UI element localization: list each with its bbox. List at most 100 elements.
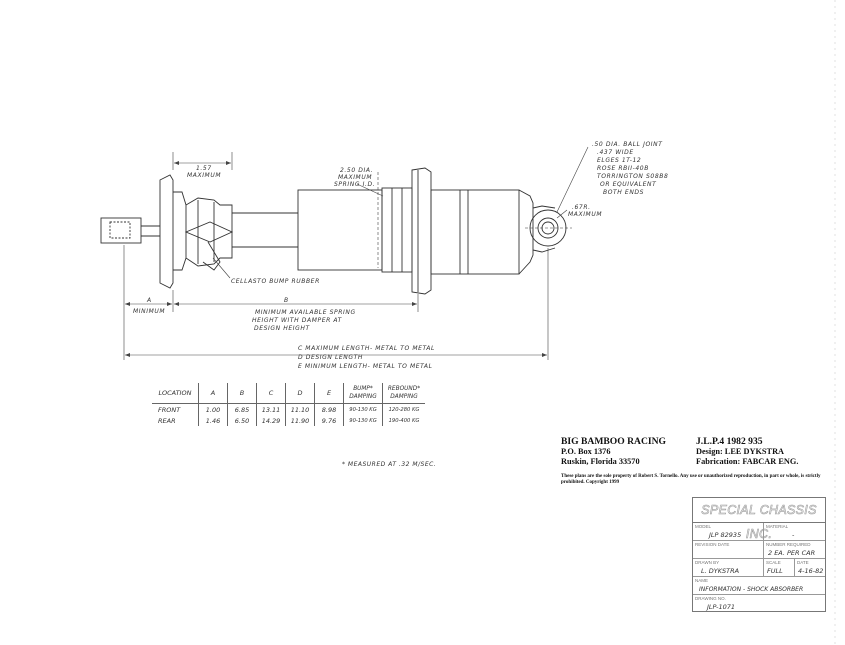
eye-radius-line-1: .67R. [572, 204, 591, 211]
col-c: C [256, 383, 286, 404]
table-footnote: * MEASURED AT .32 M/SEC. [342, 461, 437, 468]
cell-rebound: 120-280 KG [382, 403, 425, 415]
right-ball-joint [525, 205, 572, 253]
col-b: B [227, 383, 257, 404]
number-required-value: 2 EA. PER CAR [768, 549, 816, 557]
dim-b-label: B [284, 297, 289, 304]
cell-bump: 90-130 KG [343, 403, 383, 415]
spring-id-line-3: SPRING I.D. [334, 181, 375, 188]
cell-location: FRONT [158, 405, 181, 414]
table-row: FRONT 1.00 6.85 13.11 11.10 8.98 90-130 … [152, 403, 425, 415]
number-required-cell: NUMBER REQUIRED 2 EA. PER CAR [764, 541, 825, 559]
col-rebound-1: REBOUND [387, 386, 418, 392]
col-bump: BUMP*DAMPING [343, 383, 383, 404]
drawing-number-label: DRAWING NO. [695, 596, 726, 601]
cell-e: 8.98 [314, 403, 344, 415]
dimension-lines [123, 146, 589, 360]
ball-joint-line-3: ELGES 1T-12 [597, 157, 641, 164]
spring-id-line-1: 2.50 DIA. [340, 167, 373, 174]
legend-e: E MINIMUM LENGTH- METAL TO METAL [298, 363, 433, 370]
drawn-by-value: L. DYKSTRA [701, 567, 740, 575]
cell-c: 14.29 [256, 415, 286, 426]
fabricator: Fabrication: FABCAR ENG. [696, 457, 799, 467]
left-rod-end [100, 217, 160, 244]
col-d: D [285, 383, 315, 404]
dim-a-sub: MINIMUM [133, 308, 165, 315]
eye-radius-line-2: MAXIMUM [568, 211, 602, 218]
drawn-by-cell: DRAWN BY L. DYKSTRA [693, 559, 764, 577]
cell-d: 11.10 [285, 403, 315, 415]
spring-id-line-2: MAXIMUM [338, 174, 372, 181]
revision-label: REVISION DATE [695, 542, 730, 547]
table-header-row: LOCATION A B C D E BUMP*DAMPING REBOUND*… [152, 383, 425, 404]
number-required-label: NUMBER REQUIRED [766, 542, 811, 547]
cell-a: 1.46 [198, 415, 228, 426]
cell-location: REAR [158, 416, 176, 425]
cell-rebound: 190-400 KG [382, 415, 425, 426]
model-cell: MODEL JLP 82935 [693, 523, 764, 541]
dim-157-sub: MAXIMUM [187, 172, 221, 179]
drawn-by-label: DRAWN BY [695, 560, 720, 565]
ball-joint-line-4: ROSE RBII-40B [597, 165, 649, 172]
cell-b: 6.85 [227, 403, 257, 415]
ball-joint-line-7: BOTH ENDS [603, 189, 644, 196]
title-block: BIG BAMBOO RACING J.L.P.4 1982 935 P.O. … [561, 436, 831, 486]
dimension-table: LOCATION A B C D E BUMP*DAMPING REBOUND*… [152, 383, 425, 426]
designer: Design: LEE DYKSTRA [696, 447, 785, 457]
material-cell: MATERIAL - [764, 523, 825, 541]
col-bump-1: BUMP [353, 386, 370, 392]
cell-d: 11.90 [285, 415, 315, 426]
dim-a-label: A [146, 297, 152, 304]
name-label: NAME [695, 578, 709, 583]
dim-b-sub-3: DESIGN HEIGHT [254, 325, 310, 332]
address-line-2: Ruskin, Florida 33570 [561, 457, 640, 467]
dim-b-sub-1: MINIMUM AVAILABLE SPRING [255, 309, 356, 316]
col-bump-2: DAMPING [349, 394, 377, 400]
drawing-number-value: JLP-1071 [707, 603, 735, 611]
legend-c: C MAXIMUM LENGTH- METAL TO METAL [298, 345, 435, 352]
col-e: E [314, 383, 344, 404]
piston-shaft [232, 212, 298, 248]
cell-b: 6.50 [227, 415, 257, 426]
bump-rubber-label: CELLASTO BUMP RUBBER [231, 278, 320, 285]
ball-joint-line-5: TORRINGTON S08B8 [597, 173, 668, 180]
cell-a: 1.00 [198, 403, 228, 415]
date-label: DATE [797, 560, 809, 565]
revision-cell: REVISION DATE [693, 541, 764, 559]
drawing-number-cell: DRAWING NO. JLP-1071 [693, 595, 825, 611]
name-cell: NAME INFORMATION - SHOCK ABSORBER [693, 577, 825, 595]
material-value: - [792, 531, 795, 539]
drawing-stamp: SPECIAL CHASSIS INC. MODEL JLP 82935 MAT… [692, 497, 826, 612]
dim-157-label: 1.57 [196, 165, 212, 172]
scale-cell: SCALE FULL [764, 559, 795, 577]
cell-bump: 90-130 KG [343, 415, 383, 426]
stamp-company: SPECIAL CHASSIS INC. [693, 498, 825, 541]
ball-joint-line-2: .437 WIDE [597, 149, 634, 156]
dim-b-sub-2: HEIGHT WITH DAMPER AT [252, 317, 343, 324]
table-row: REAR 1.46 6.50 14.29 11.90 9.76 90-130 K… [152, 415, 425, 426]
model-label: MODEL [695, 524, 712, 529]
cell-e: 9.76 [314, 415, 344, 426]
project-number: J.L.P.4 1982 935 [696, 436, 763, 447]
date-cell: DATE 4-16-82 [795, 559, 825, 577]
ball-joint-line-1: .50 DIA. BALL JOINT [592, 141, 663, 148]
legend-d: D DESIGN LENGTH [298, 354, 363, 361]
col-rebound: REBOUND*DAMPING [382, 383, 425, 404]
address-line-1: P.O. Box 1376 [561, 447, 611, 457]
name-value: INFORMATION - SHOCK ABSORBER [699, 586, 804, 593]
company-name: BIG BAMBOO RACING [561, 436, 667, 447]
model-value: JLP 82935 [709, 531, 742, 539]
scale-value: FULL [767, 567, 783, 575]
date-value: 4-16-82 [798, 567, 824, 575]
col-a: A [198, 383, 228, 404]
damper-body [297, 167, 534, 295]
copyright-notice: These plans are the sole property of Rob… [561, 473, 821, 485]
scale-label: SCALE [766, 560, 781, 565]
col-location: LOCATION [152, 383, 199, 404]
dimension-arrows [125, 161, 547, 357]
cell-c: 13.11 [256, 403, 286, 415]
bump-stop-assembly [159, 174, 234, 289]
col-rebound-2: DAMPING [390, 394, 418, 400]
material-label: MATERIAL [766, 524, 789, 529]
